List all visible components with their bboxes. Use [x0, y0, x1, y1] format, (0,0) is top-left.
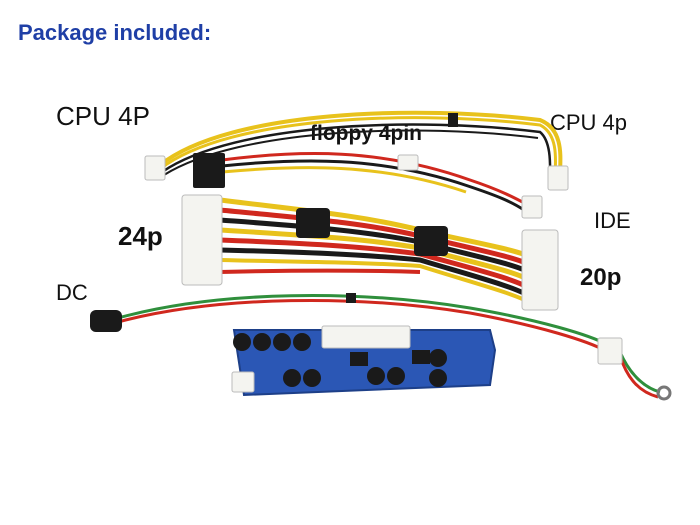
floppy-4pin-cable — [193, 151, 543, 219]
atx-24p-20p-harness — [181, 194, 559, 311]
24p-label: 24p — [118, 221, 163, 251]
cpu-4p-left-label: CPU 4P — [56, 101, 150, 131]
ide-label: IDE — [594, 208, 631, 233]
page-title: Package included: — [18, 20, 212, 45]
dc-cable — [90, 293, 672, 401]
dc-label: DC — [56, 280, 88, 305]
20p-label: 20p — [580, 264, 622, 291]
cpu-4p-right-label: CPU 4p — [550, 110, 628, 135]
cpu-4p-cable — [144, 110, 569, 191]
pcb-board — [231, 325, 497, 397]
